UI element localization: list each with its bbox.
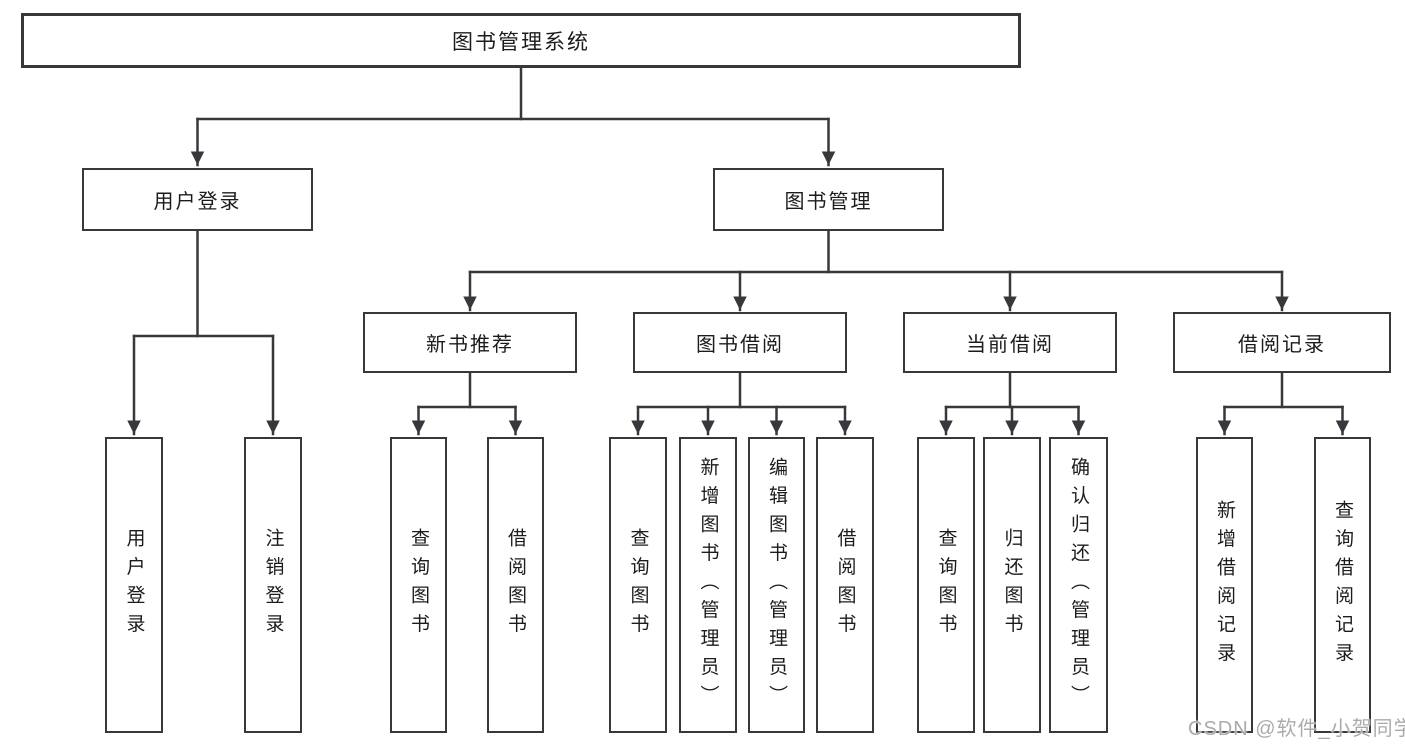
leaf-edit-books-admin: 编辑图书（管理员） bbox=[748, 437, 805, 733]
node-label: 借阅记录 bbox=[1238, 334, 1326, 356]
node-label: 查询图书 bbox=[408, 528, 429, 642]
node-label: 当前借阅 bbox=[966, 334, 1054, 356]
leaf-add-books-admin: 新增图书（管理员） bbox=[679, 437, 737, 733]
leaf-user-login: 用户登录 bbox=[105, 437, 163, 733]
node-book-borrowing: 图书借阅 bbox=[633, 312, 847, 373]
node-label: 查询图书 bbox=[627, 528, 649, 642]
node-label: 注销登录 bbox=[262, 528, 284, 642]
node-root-library-system: 图书管理系统 bbox=[21, 13, 1021, 68]
node-label: 归还图书 bbox=[1001, 528, 1023, 642]
leaf-query-books-borrow: 查询图书 bbox=[609, 437, 667, 733]
leaf-query-borrow-record: 查询借阅记录 bbox=[1314, 437, 1371, 733]
node-book-management: 图书管理 bbox=[713, 168, 944, 231]
node-label: 图书管理 bbox=[784, 191, 873, 213]
leaf-query-books-recommend: 查询图书 bbox=[390, 437, 447, 733]
node-label: 编辑图书（管理员） bbox=[766, 456, 787, 714]
node-label: 用户登录 bbox=[153, 191, 242, 213]
leaf-add-borrow-record: 新增借阅记录 bbox=[1196, 437, 1253, 733]
node-label: 借阅图书 bbox=[505, 528, 526, 642]
node-label: 查询图书 bbox=[935, 528, 957, 642]
node-new-book-recommend: 新书推荐 bbox=[363, 312, 577, 373]
node-borrowing-records: 借阅记录 bbox=[1173, 312, 1391, 373]
leaf-return-books: 归还图书 bbox=[983, 437, 1041, 733]
node-label: 新增图书（管理员） bbox=[697, 456, 719, 714]
leaf-query-books-current: 查询图书 bbox=[917, 437, 975, 733]
node-label: 确认归还（管理员） bbox=[1068, 456, 1089, 714]
csdn-watermark: CSDN @软件_小贺同学 bbox=[1188, 718, 1405, 740]
node-label: 查询借阅记录 bbox=[1332, 499, 1353, 671]
leaf-borrow-books-recommend: 借阅图书 bbox=[487, 437, 544, 733]
leaf-confirm-return-admin: 确认归还（管理员） bbox=[1049, 437, 1108, 733]
node-label: 新增借阅记录 bbox=[1214, 499, 1235, 671]
node-label: 图书借阅 bbox=[696, 334, 784, 356]
node-label: 图书管理系统 bbox=[452, 30, 590, 54]
node-label: 借阅图书 bbox=[834, 528, 856, 642]
node-current-borrowing: 当前借阅 bbox=[903, 312, 1117, 373]
node-user-login: 用户登录 bbox=[82, 168, 313, 231]
leaf-logout: 注销登录 bbox=[244, 437, 302, 733]
node-label: 用户登录 bbox=[123, 528, 145, 642]
node-label: 新书推荐 bbox=[426, 334, 514, 356]
leaf-borrow-books: 借阅图书 bbox=[816, 437, 874, 733]
